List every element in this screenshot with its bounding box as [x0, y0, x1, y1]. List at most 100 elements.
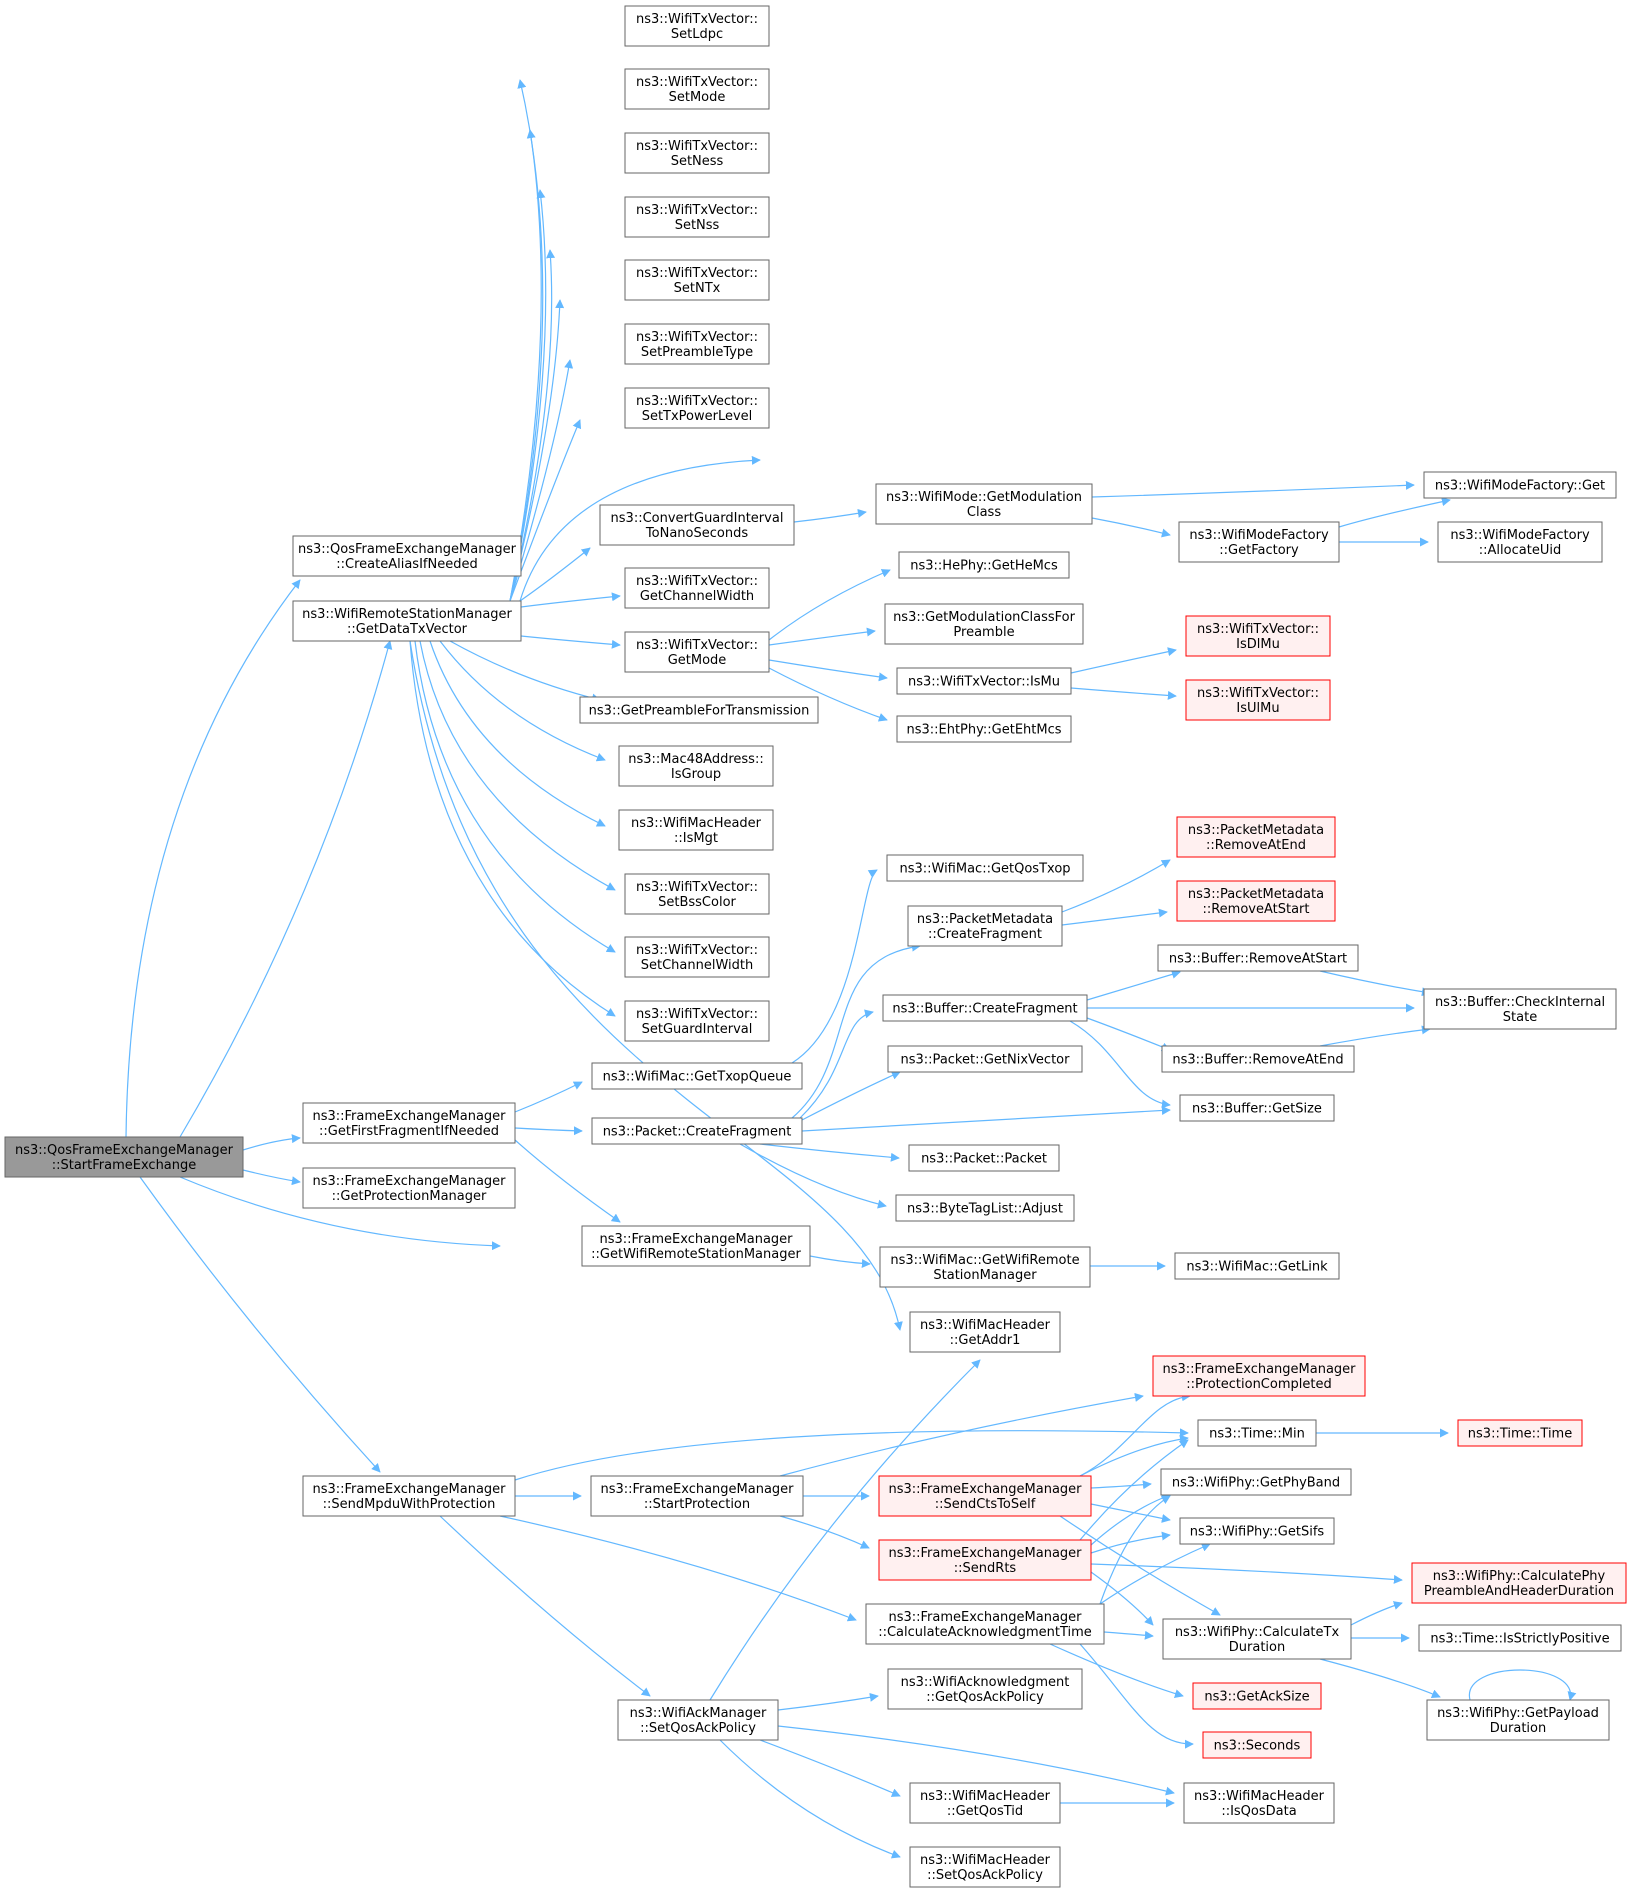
node-box[interactable]: [599, 504, 795, 546]
node-pmCreateFrag[interactable]: ns3::PacketMetadata::CreateFragment: [907, 905, 1063, 947]
node-bufRemoveStart[interactable]: ns3::Buffer::RemoveAtStart: [1157, 944, 1359, 972]
node-pktPkt[interactable]: ns3::Packet::Packet: [908, 1144, 1060, 1172]
node-box[interactable]: [1179, 1094, 1335, 1122]
node-box[interactable]: [617, 1699, 779, 1741]
node-protCompleted[interactable]: ns3::FrameExchangeManager::ProtectionCom…: [1152, 1355, 1366, 1397]
node-box[interactable]: [624, 567, 770, 609]
node-box[interactable]: [895, 1194, 1075, 1222]
node-box[interactable]: [907, 905, 1063, 947]
node-box[interactable]: [591, 1062, 803, 1090]
node-box[interactable]: [1418, 1624, 1622, 1652]
node-box[interactable]: [624, 873, 770, 915]
node-box[interactable]: [624, 132, 770, 174]
node-isStrictlyPos[interactable]: ns3::Time::IsStrictlyPositive: [1418, 1624, 1622, 1652]
node-box[interactable]: [1185, 679, 1331, 721]
node-pmRemoveEnd[interactable]: ns3::PacketMetadata::RemoveAtEnd: [1176, 816, 1336, 858]
node-box[interactable]: [909, 1311, 1061, 1353]
node-box[interactable]: [1152, 1355, 1366, 1397]
node-calcAck[interactable]: ns3::FrameExchangeManager::CalculateAckn…: [865, 1603, 1105, 1645]
node-box[interactable]: [1174, 1252, 1340, 1280]
node-isDlMu[interactable]: ns3::WifiTxVector::IsDlMu: [1185, 615, 1331, 657]
node-box[interactable]: [624, 5, 770, 47]
node-box[interactable]: [898, 551, 1070, 579]
node-box[interactable]: [624, 631, 770, 673]
node-isGroup[interactable]: ns3::Mac48Address::IsGroup: [618, 745, 774, 787]
node-bufRemoveEnd[interactable]: ns3::Buffer::RemoveAtEnd: [1161, 1045, 1355, 1073]
node-setNss[interactable]: ns3::WifiTxVector::SetNss: [624, 196, 770, 238]
node-start[interactable]: ns3::QosFrameExchangeManager::StartFrame…: [4, 1136, 244, 1178]
node-wmfFactory[interactable]: ns3::WifiModeFactory::GetFactory: [1178, 521, 1340, 563]
node-box[interactable]: [875, 483, 1093, 525]
node-createAlias[interactable]: ns3::QosFrameExchangeManager::CreateAlia…: [292, 535, 522, 577]
node-bufCreateFrag[interactable]: ns3::Buffer::CreateFragment: [882, 994, 1088, 1022]
node-getChWidth[interactable]: ns3::WifiTxVector::GetChannelWidth: [624, 567, 770, 609]
node-box[interactable]: [292, 600, 522, 642]
node-box[interactable]: [1178, 521, 1340, 563]
node-box[interactable]: [624, 323, 770, 365]
node-box[interactable]: [1426, 1699, 1610, 1741]
node-setQosAck[interactable]: ns3::WifiAckManager::SetQosAckPolicy: [617, 1699, 779, 1741]
node-box[interactable]: [590, 1475, 804, 1517]
node-phyCalcPre[interactable]: ns3::WifiPhy::CalculatePhyPreambleAndHea…: [1411, 1562, 1627, 1604]
node-box[interactable]: [1411, 1562, 1627, 1604]
node-box[interactable]: [1202, 1731, 1312, 1759]
node-box[interactable]: [581, 1225, 811, 1267]
node-macGetLink[interactable]: ns3::WifiMac::GetLink: [1174, 1252, 1340, 1280]
node-wmfGet[interactable]: ns3::WifiModeFactory::Get: [1423, 471, 1617, 499]
node-box[interactable]: [618, 809, 774, 851]
node-startProt[interactable]: ns3::FrameExchangeManager::StartProtecti…: [590, 1475, 804, 1517]
node-bufGetSize[interactable]: ns3::Buffer::GetSize: [1179, 1094, 1335, 1122]
node-box[interactable]: [4, 1136, 244, 1178]
node-box[interactable]: [1161, 1045, 1355, 1073]
node-box[interactable]: [302, 1167, 516, 1209]
node-box[interactable]: [292, 535, 522, 577]
node-box[interactable]: [896, 715, 1072, 743]
node-setChWidth[interactable]: ns3::WifiTxVector::SetChannelWidth: [624, 936, 770, 978]
node-setPreamble[interactable]: ns3::WifiTxVector::SetPreambleType: [624, 323, 770, 365]
node-setBss[interactable]: ns3::WifiTxVector::SetBssColor: [624, 873, 770, 915]
node-seconds[interactable]: ns3::Seconds: [1202, 1731, 1312, 1759]
node-getEhtMcs[interactable]: ns3::EhtPhy::GetEhtMcs: [896, 715, 1072, 743]
node-box[interactable]: [1185, 615, 1331, 657]
node-getQosTxop[interactable]: ns3::WifiMac::GetQosTxop: [886, 854, 1084, 882]
node-box[interactable]: [1192, 1682, 1322, 1710]
node-setMode[interactable]: ns3::WifiTxVector::SetMode: [624, 68, 770, 110]
node-box[interactable]: [618, 745, 774, 787]
node-box[interactable]: [1160, 1468, 1352, 1496]
node-getModClass[interactable]: ns3::WifiMode::GetModulationClass: [875, 483, 1093, 525]
node-box[interactable]: [909, 1846, 1061, 1888]
node-box[interactable]: [909, 1782, 1061, 1824]
node-pktCreateFrag[interactable]: ns3::Packet::CreateFragment: [591, 1117, 803, 1145]
node-box[interactable]: [887, 1668, 1083, 1710]
node-box[interactable]: [302, 1475, 516, 1517]
node-macGetWrsm[interactable]: ns3::WifiMac::GetWifiRemoteStationManage…: [879, 1246, 1091, 1288]
node-getAddr1[interactable]: ns3::WifiMacHeader::GetAddr1: [909, 1311, 1061, 1353]
node-sendCts[interactable]: ns3::FrameExchangeManager::SendCtsToSelf: [878, 1475, 1092, 1517]
node-getDataTx[interactable]: ns3::WifiRemoteStationManager::GetDataTx…: [292, 600, 522, 642]
node-box[interactable]: [1457, 1419, 1583, 1447]
node-phySifs[interactable]: ns3::WifiPhy::GetSifs: [1179, 1517, 1335, 1545]
node-box[interactable]: [1176, 816, 1336, 858]
node-box[interactable]: [882, 994, 1088, 1022]
node-box[interactable]: [1162, 1618, 1352, 1660]
node-macHdrIsQos[interactable]: ns3::WifiMacHeader::IsQosData: [1183, 1782, 1335, 1824]
node-box[interactable]: [1197, 1419, 1317, 1447]
node-box[interactable]: [1157, 944, 1359, 972]
node-box[interactable]: [896, 667, 1072, 695]
node-box[interactable]: [879, 1246, 1091, 1288]
node-getMode[interactable]: ns3::WifiTxVector::GetMode: [624, 631, 770, 673]
node-macHdrQosTid[interactable]: ns3::WifiMacHeader::GetQosTid: [909, 1782, 1061, 1824]
node-isMu[interactable]: ns3::WifiTxVector::IsMu: [896, 667, 1072, 695]
node-box[interactable]: [884, 603, 1084, 645]
node-getHeMcs[interactable]: ns3::HePhy::GetHeMcs: [898, 551, 1070, 579]
node-setLdpc[interactable]: ns3::WifiTxVector::SetLdpc: [624, 5, 770, 47]
node-wmfUid[interactable]: ns3::WifiModeFactory::AllocateUid: [1437, 521, 1603, 563]
node-setNess[interactable]: ns3::WifiTxVector::SetNess: [624, 132, 770, 174]
node-setNTx[interactable]: ns3::WifiTxVector::SetNTx: [624, 259, 770, 301]
node-phyBand[interactable]: ns3::WifiPhy::GetPhyBand: [1160, 1468, 1352, 1496]
node-box[interactable]: [624, 387, 770, 429]
node-getWrsm[interactable]: ns3::FrameExchangeManager::GetWifiRemote…: [581, 1225, 811, 1267]
node-box[interactable]: [591, 1117, 803, 1145]
